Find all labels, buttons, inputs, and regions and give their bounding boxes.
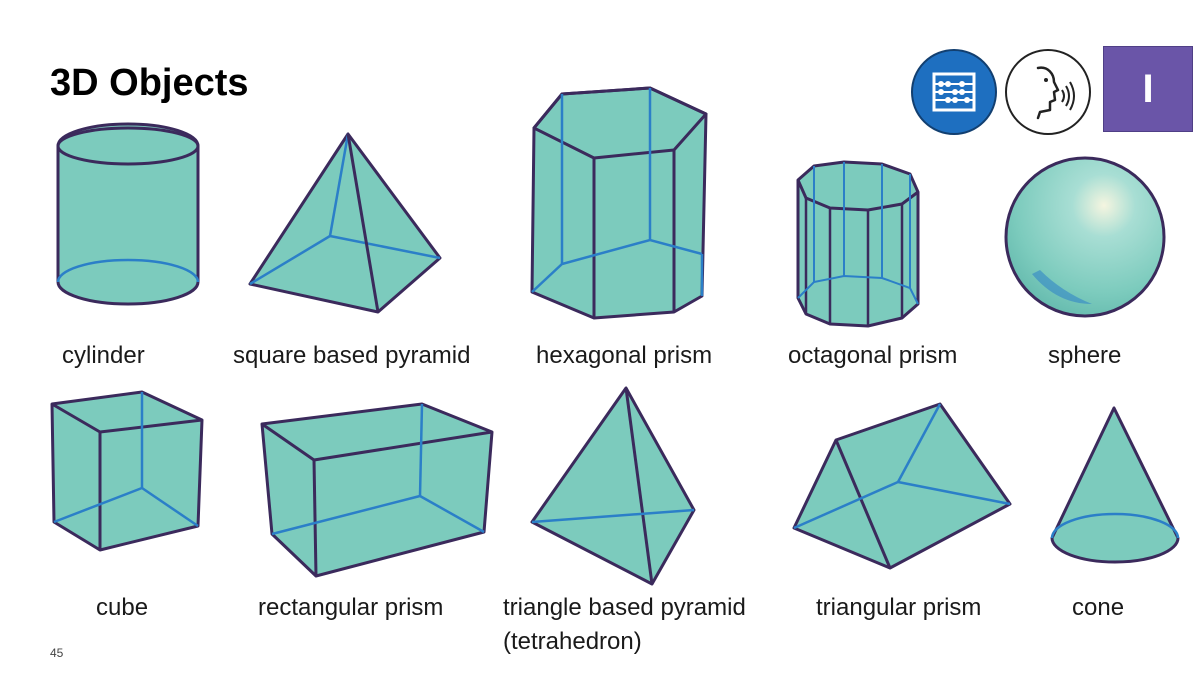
- cylinder-shape: [56, 122, 200, 306]
- label-hexagonal-prism: hexagonal prism: [536, 342, 713, 369]
- label-octagonal-prism: octagonal prism: [788, 342, 958, 369]
- label-cone: cone: [1072, 594, 1125, 621]
- sphere-shape: [1004, 156, 1166, 318]
- label-tetrahedron: triangle based pyramid: [503, 594, 746, 621]
- octagonal-prism-shape: [796, 160, 920, 328]
- square-pyramid-shape: [248, 132, 442, 314]
- label-square-pyramid: square based pyramid: [233, 342, 471, 369]
- label-rectangular-prism: rectangular prism: [258, 594, 444, 621]
- abacus-icon: [911, 49, 997, 135]
- cone-shape: [1050, 406, 1180, 564]
- rectangular-prism-shape: [260, 402, 494, 578]
- label-cylinder: cylinder: [62, 342, 145, 369]
- level-badge: I: [1103, 46, 1193, 132]
- page-number: 45: [50, 646, 64, 660]
- speaking-head-icon: [1005, 49, 1091, 135]
- page-title: 3D Objects: [50, 62, 249, 104]
- cube-shape: [50, 390, 204, 552]
- label-cube: cube: [96, 594, 149, 621]
- triangular-prism-shape: [792, 402, 1012, 570]
- label-tetrahedron-sub: (tetrahedron): [503, 628, 642, 655]
- label-sphere: sphere: [1048, 342, 1122, 369]
- tetrahedron-shape: [530, 386, 696, 586]
- hexagonal-prism-shape: [530, 86, 708, 320]
- label-triangular-prism: triangular prism: [816, 594, 982, 621]
